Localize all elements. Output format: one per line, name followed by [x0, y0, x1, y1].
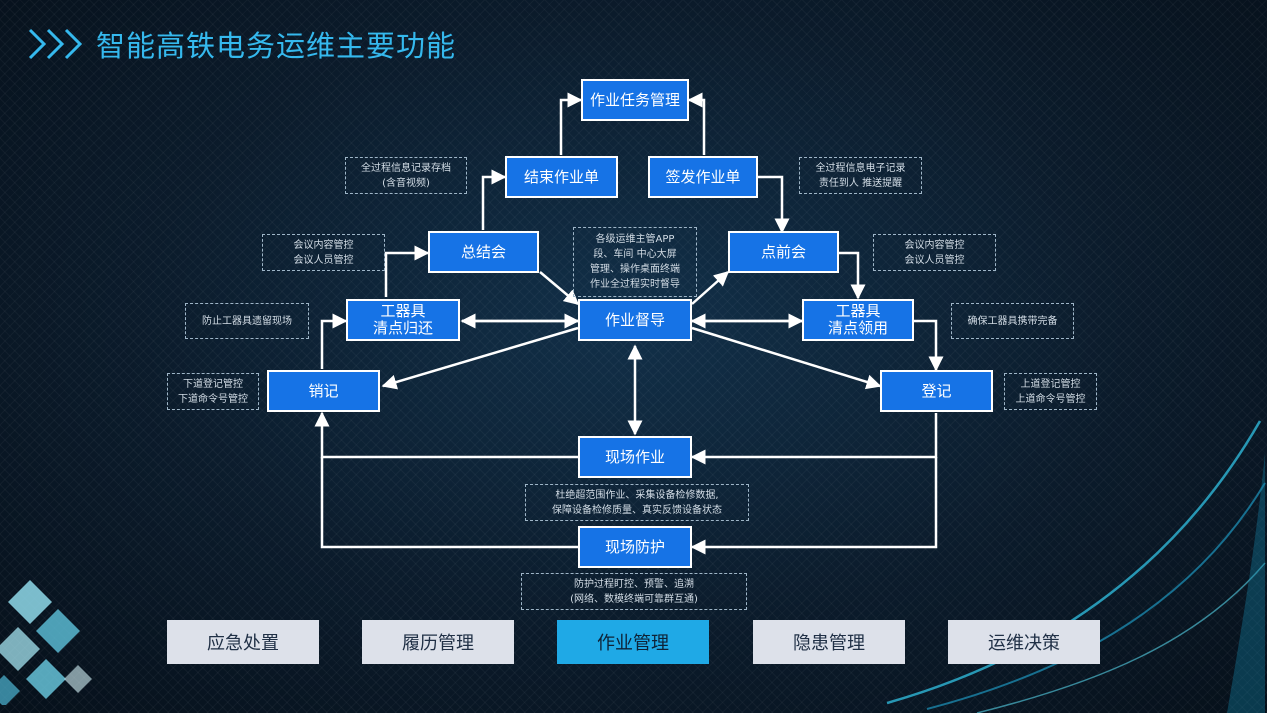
note-meeting-left: 会议内容管控 会议人员管控 — [262, 234, 385, 271]
node-finish-order[interactable]: 结束作业单 — [505, 156, 618, 198]
note-field-work: 杜绝超范围作业、采集设备检修数据, 保障设备检修质量、真实反馈设备状态 — [525, 484, 749, 521]
node-logout[interactable]: 销记 — [267, 370, 380, 412]
tab-history[interactable]: 履历管理 — [362, 620, 514, 664]
title-bar: 智能高铁电务运维主要功能 — [26, 24, 456, 64]
note-e-record: 全过程信息电子记录 责任到人 推送提醒 — [799, 157, 922, 194]
tab-hazard[interactable]: 隐患管理 — [753, 620, 905, 664]
tab-emergency[interactable]: 应急处置 — [167, 620, 319, 664]
node-tools-return[interactable]: 工器具 清点归还 — [346, 299, 460, 341]
node-field-protection[interactable]: 现场防护 — [578, 526, 692, 568]
note-app-screens: 各级运维主管APP 段、车间 中心大屏 管理、操作桌面终端 作业全过程实时督导 — [573, 227, 697, 297]
note-protection: 防护过程盯控、预警、追溯 (网络、数模终端可靠群互通) — [521, 573, 747, 610]
node-field-work[interactable]: 现场作业 — [578, 436, 692, 478]
node-task-management[interactable]: 作业任务管理 — [581, 79, 689, 121]
note-up-control: 上道登记管控 上道命令号管控 — [1004, 373, 1097, 410]
node-pre-meeting[interactable]: 点前会 — [728, 231, 839, 273]
crystal-decoration-icon — [0, 580, 92, 705]
node-issue-order[interactable]: 签发作业单 — [648, 156, 758, 198]
tab-decision[interactable]: 运维决策 — [948, 620, 1100, 664]
triple-chevron-icon — [28, 28, 83, 60]
page-title: 智能高铁电务运维主要功能 — [96, 29, 457, 63]
node-register[interactable]: 登记 — [880, 370, 993, 412]
note-record-store: 全过程信息记录存档 (含音视频) — [345, 157, 467, 194]
node-supervision[interactable]: 作业督导 — [578, 299, 692, 341]
note-ensure-tools: 确保工器具携带完备 — [951, 303, 1074, 339]
note-down-control: 下道登记管控 下道命令号管控 — [167, 373, 259, 410]
node-summary-meeting[interactable]: 总结会 — [428, 231, 539, 273]
note-meeting-right: 会议内容管控 会议人员管控 — [873, 234, 996, 271]
node-tools-receive[interactable]: 工器具 清点领用 — [802, 299, 914, 341]
note-prevent-tools: 防止工器具遗留现场 — [185, 303, 309, 339]
tab-work-management[interactable]: 作业管理 — [557, 620, 709, 664]
swoosh-decoration-icon — [886, 420, 1266, 713]
